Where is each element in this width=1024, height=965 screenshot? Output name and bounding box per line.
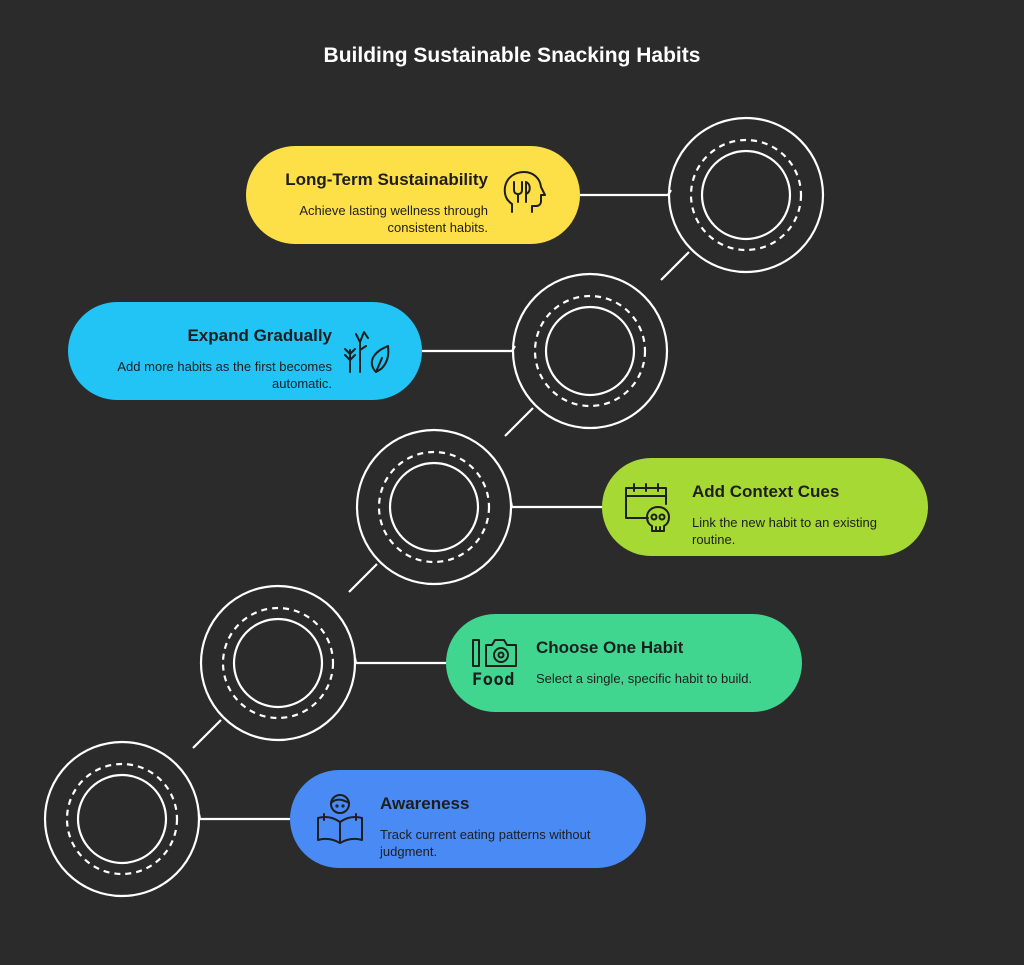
card-link-1	[580, 189, 672, 197]
step-heading: Long-Term Sustainability	[285, 170, 488, 189]
diagonal-link-4-5	[192, 719, 222, 749]
step-card-choose-one-habit: Food Choose One Habit Select a single, s…	[446, 614, 802, 712]
connector-ring-3-dashed	[377, 450, 491, 564]
card-link-2	[422, 345, 516, 353]
camera-icon	[472, 639, 517, 667]
camera-food-icon: Food	[470, 636, 522, 692]
person-reading-icon	[317, 794, 363, 844]
step-description: Link the new habit to an existing routin…	[692, 515, 878, 547]
food-label: Food	[472, 670, 515, 690]
card-link-3	[509, 501, 602, 509]
step-heading: Add Context Cues	[692, 482, 840, 501]
step-description: Achieve lasting wellness through consist…	[299, 203, 488, 235]
step-description: Select a single, specific habit to build…	[536, 671, 753, 686]
diagram-title: Building Sustainable Snacking Habits	[323, 44, 701, 67]
head-fork-icon	[503, 171, 546, 213]
diagonal-link-2-3	[504, 407, 534, 437]
connector-ring-5-dashed	[65, 762, 179, 876]
connector-ring-4-dashed	[221, 606, 335, 720]
plant-growth-icon	[344, 331, 390, 373]
connector-ring-1-inner	[700, 149, 792, 241]
connector-ring-2-dashed	[533, 294, 647, 408]
step-card-add-context-cues: Add Context Cues Link the new habit to a…	[602, 458, 928, 556]
connector-ring-5-inner	[76, 773, 168, 865]
connector-ring-2-inner	[544, 305, 636, 397]
diagonal-link-1-2	[660, 251, 690, 281]
diagonal-link-3-4	[348, 563, 378, 593]
calendar-skull-icon	[625, 483, 670, 532]
card-link-4	[353, 657, 446, 665]
connector-ring-4-inner	[232, 617, 324, 709]
step-description: Add more habits as the first becomes aut…	[117, 359, 332, 391]
step-card-long-term-sustainability: Long-Term Sustainability Achieve lasting…	[246, 146, 580, 244]
step-heading: Choose One Habit	[536, 638, 684, 657]
connector-ring-1-dashed	[689, 138, 803, 252]
step-card-expand-gradually: Expand Gradually Add more habits as the …	[68, 302, 422, 400]
step-heading: Awareness	[380, 794, 470, 813]
connector-ring-3-inner	[388, 461, 480, 553]
step-heading: Expand Gradually	[187, 326, 332, 345]
step-description: Track current eating patterns without ju…	[380, 827, 591, 859]
step-card-awareness: Awareness Track current eating patterns …	[290, 770, 646, 868]
card-link-5	[197, 813, 290, 821]
